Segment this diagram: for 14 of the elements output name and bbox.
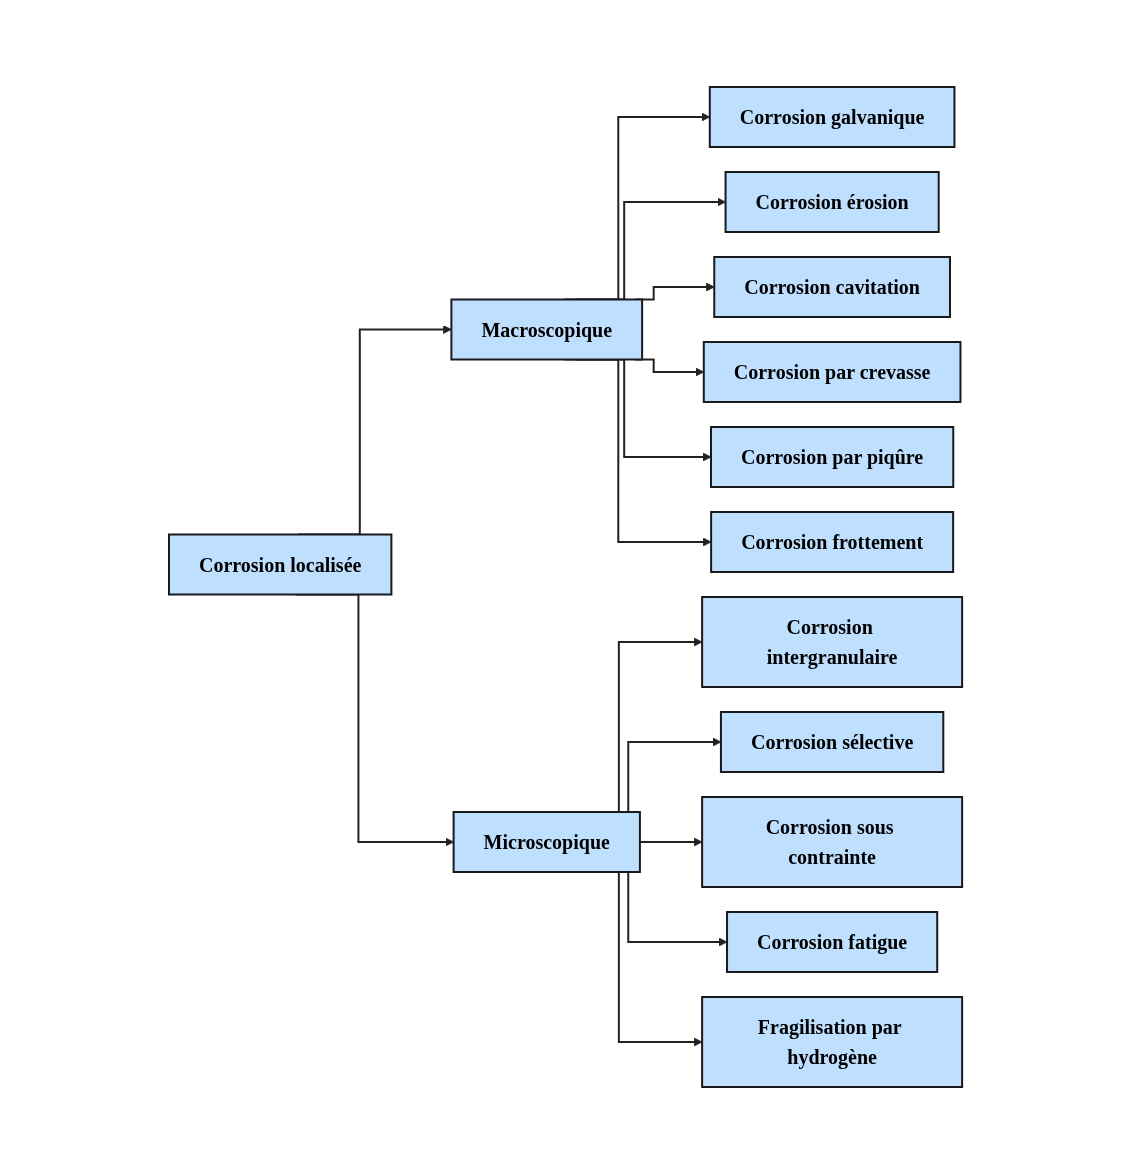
node-box: Corrosion fatigue	[726, 910, 939, 973]
node-box: Corrosion sélective	[720, 710, 945, 773]
node-box: Corrosion galvanique	[709, 85, 956, 148]
node-box: Corrosion érosion	[725, 170, 941, 233]
node-box: Corrosion localisée	[168, 533, 393, 595]
node-box: Corrosion sous contrainte	[701, 795, 964, 888]
node-box: Corrosion cavitation	[713, 255, 952, 318]
node-box: Corrosion intergranulaire	[701, 595, 964, 688]
node-box: Macroscopique	[450, 298, 644, 360]
node-box: Corrosion par piqûre	[710, 425, 955, 488]
node-box: Microscopique	[453, 810, 642, 873]
node-box: Corrosion par crevasse	[703, 340, 962, 403]
node-box: Fragilisation par hydrogène	[701, 995, 964, 1088]
node-box: Corrosion frottement	[710, 510, 955, 573]
